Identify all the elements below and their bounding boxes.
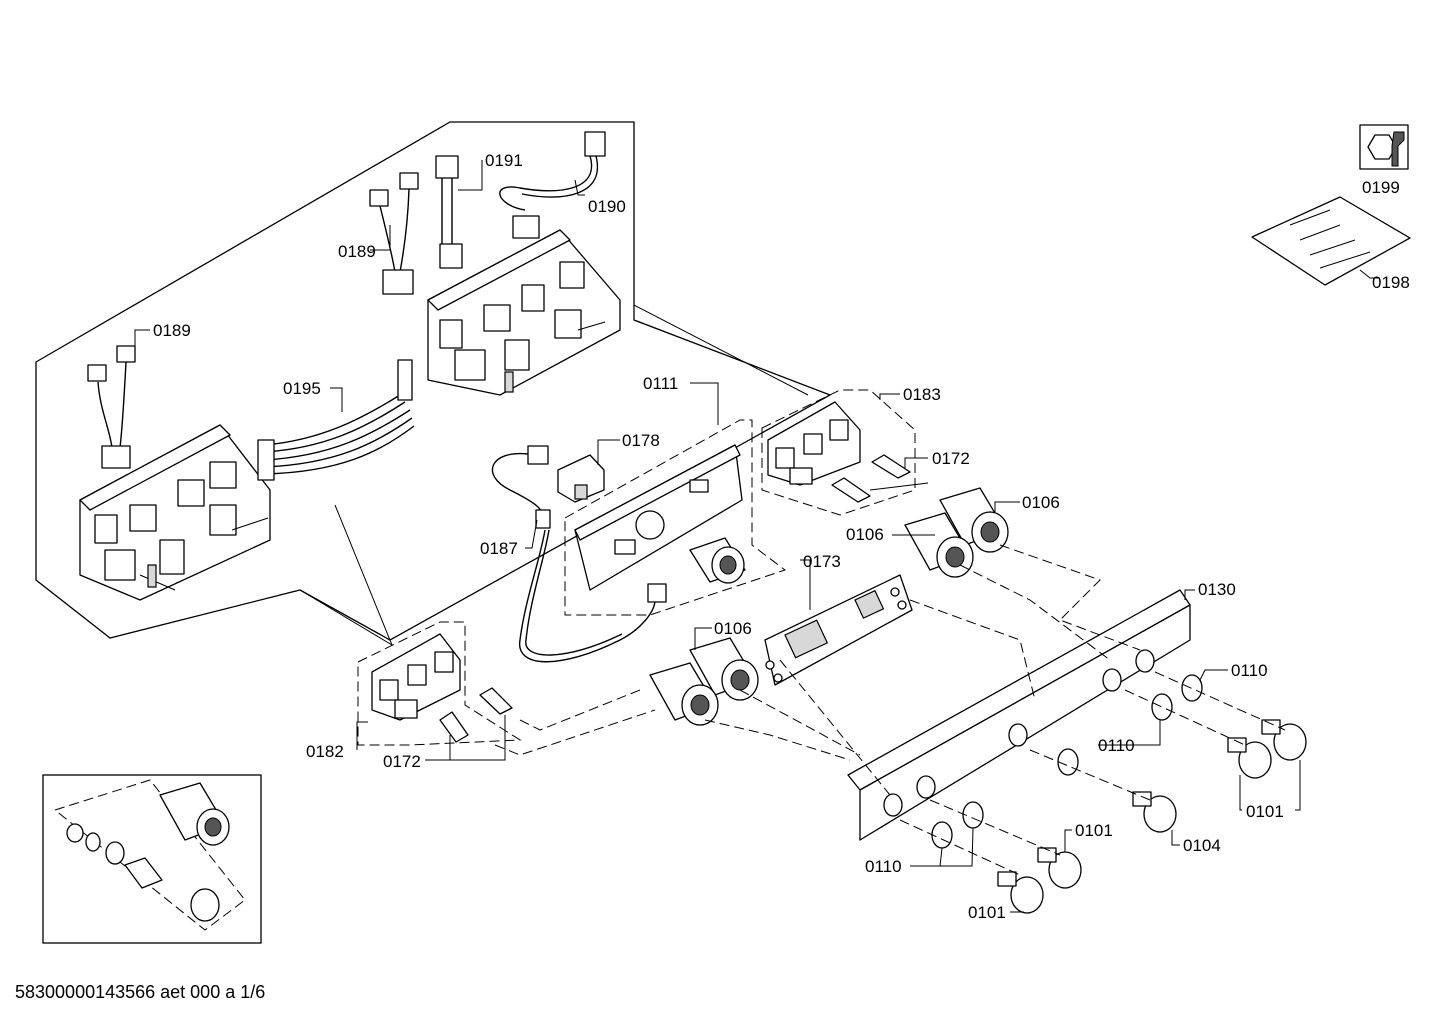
callout-0183: 0183 <box>903 385 941 404</box>
control-panel-0130 <box>847 589 1191 841</box>
callout-0195: 0195 <box>283 379 321 398</box>
callout-0106-middle: 0106 <box>846 525 884 544</box>
callout-0182: 0182 <box>306 742 344 761</box>
callout-0106-right: 0106 <box>1022 493 1060 512</box>
ribbon-cable-0195 <box>257 359 415 481</box>
callout-0178: 0178 <box>622 431 660 450</box>
knob-holder-0106-upper <box>904 487 1009 578</box>
switch-group-0183-frame <box>761 389 916 516</box>
callout-0130: 0130 <box>1198 580 1236 599</box>
callout-0110-right: 0110 <box>1231 661 1268 680</box>
shaft-0172-lower <box>439 687 513 743</box>
switch-block-0183 <box>767 401 861 486</box>
selector-0178 <box>557 454 605 503</box>
screw-bag-icon <box>1251 196 1411 286</box>
connector-0189-upper <box>369 172 419 295</box>
callout-0189-lower: 0189 <box>153 321 191 340</box>
callout-0101-lower: 0101 <box>968 903 1006 922</box>
callout-0106-lower: 0106 <box>714 619 752 638</box>
display-board-0173 <box>764 574 913 686</box>
callout-0101-middle: 0101 <box>1075 821 1113 840</box>
callout-0189-upper: 0189 <box>338 242 376 261</box>
callout-0173: 0173 <box>803 552 841 571</box>
switch-block-left <box>79 424 271 601</box>
callout-0198: 0198 <box>1372 273 1410 292</box>
callout-0104: 0104 <box>1183 836 1221 855</box>
control-module-0111-frame <box>564 419 787 616</box>
wrench-nut-icon <box>1359 124 1409 170</box>
leader-lines <box>134 160 1380 913</box>
shaft-0172-upper <box>831 454 911 503</box>
callout-0187: 0187 <box>480 539 518 558</box>
document-id: 58300000143566 aet 000 a 1/6 <box>15 982 265 1002</box>
harness-0191 <box>435 155 463 269</box>
zoom-line <box>299 589 393 646</box>
control-board-0111 <box>574 444 743 591</box>
assembly-lines <box>494 544 1286 876</box>
harness-0190 <box>499 131 606 239</box>
callout-0101-right: 0101 <box>1246 802 1284 821</box>
callout-0110-middle: 0110 <box>1098 736 1135 755</box>
ring-0110-group <box>931 674 1203 849</box>
callout-0190: 0190 <box>588 197 626 216</box>
callout-0110-lower: 0110 <box>865 857 902 876</box>
switch-group-0182-frame <box>357 621 522 746</box>
knob-0101-0104-group <box>997 719 1307 914</box>
harness-0187 <box>491 445 667 663</box>
callout-0172-upper: 0172 <box>932 449 970 468</box>
callout-0172-lower: 0172 <box>383 752 421 771</box>
callout-0111: 0111 <box>643 374 678 393</box>
detail-inset <box>42 774 262 944</box>
switch-block-upper <box>427 229 621 396</box>
callout-0199: 0199 <box>1362 178 1400 197</box>
switch-block-0182 <box>371 633 461 721</box>
knob-holder-0106-lower <box>649 637 759 726</box>
callout-0191: 0191 <box>485 151 523 170</box>
encoder-knob <box>689 537 746 584</box>
connector-0189-lower <box>87 345 136 469</box>
